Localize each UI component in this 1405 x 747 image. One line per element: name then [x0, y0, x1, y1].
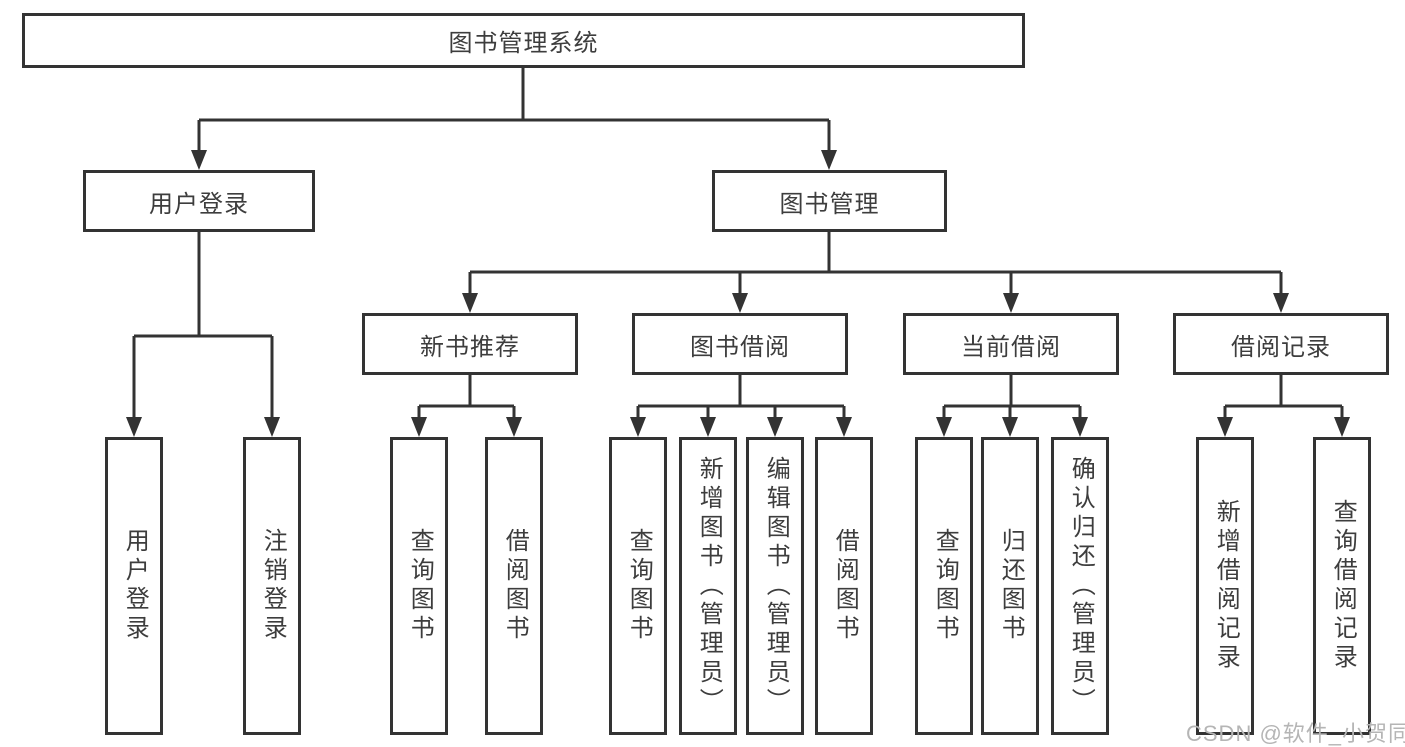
leaf-current-return-books-label: 归还图书: [997, 528, 1025, 644]
leaf-current-confirm-return-admin: 确认归还（管理员）: [1051, 437, 1109, 735]
node-user-login: 用户登录: [83, 170, 315, 232]
leaf-records-query-record-label: 查询借阅记录: [1329, 499, 1357, 673]
node-borrow-records-label: 借阅记录: [1231, 333, 1331, 361]
leaf-logout-label: 注销登录: [259, 528, 287, 644]
leaf-current-query-books-label: 查询图书: [931, 528, 959, 644]
leaf-recommend-borrow-books-label: 借阅图书: [501, 528, 529, 644]
leaf-records-add-record: 新增借阅记录: [1196, 437, 1254, 735]
node-current-borrow-label: 当前借阅: [961, 333, 1061, 361]
leaf-borrow-borrow-books-label: 借阅图书: [831, 528, 859, 644]
leaf-user-login-label: 用户登录: [121, 528, 149, 644]
leaf-borrow-borrow-books: 借阅图书: [815, 437, 873, 735]
node-user-login-label: 用户登录: [149, 190, 249, 218]
leaf-borrow-query-books-label: 查询图书: [625, 528, 653, 644]
leaf-borrow-edit-books-admin-label: 编辑图书（管理员）: [762, 455, 790, 717]
node-book-management: 图书管理: [712, 170, 947, 232]
leaf-borrow-query-books: 查询图书: [609, 437, 667, 735]
leaf-borrow-add-books-admin: 新增图书（管理员）: [679, 437, 737, 735]
leaf-current-query-books: 查询图书: [915, 437, 973, 735]
node-root-system: 图书管理系统: [22, 13, 1025, 68]
leaf-recommend-query-books-label: 查询图书: [406, 528, 434, 644]
leaf-borrow-add-books-admin-label: 新增图书（管理员）: [695, 455, 723, 717]
node-book-borrow-label: 图书借阅: [690, 333, 790, 361]
node-current-borrow: 当前借阅: [903, 313, 1119, 375]
node-book-management-label: 图书管理: [779, 190, 880, 218]
leaf-records-query-record: 查询借阅记录: [1313, 437, 1371, 735]
node-new-book-recommend: 新书推荐: [362, 313, 578, 375]
leaf-records-add-record-label: 新增借阅记录: [1212, 499, 1240, 673]
leaf-recommend-query-books: 查询图书: [390, 437, 448, 735]
node-book-borrow: 图书借阅: [632, 313, 848, 375]
leaf-borrow-edit-books-admin: 编辑图书（管理员）: [746, 437, 804, 735]
leaf-current-confirm-return-admin-label: 确认归还（管理员）: [1067, 455, 1095, 717]
leaf-logout: 注销登录: [243, 437, 301, 735]
leaf-recommend-borrow-books: 借阅图书: [485, 437, 543, 735]
node-new-book-recommend-label: 新书推荐: [420, 333, 520, 361]
node-root-label: 图书管理系统: [448, 30, 599, 57]
node-borrow-records: 借阅记录: [1173, 313, 1389, 375]
csdn-watermark: CSDN @软件_小贺同学: [1186, 721, 1405, 746]
leaf-current-return-books: 归还图书: [981, 437, 1039, 735]
leaf-user-login: 用户登录: [105, 437, 163, 735]
